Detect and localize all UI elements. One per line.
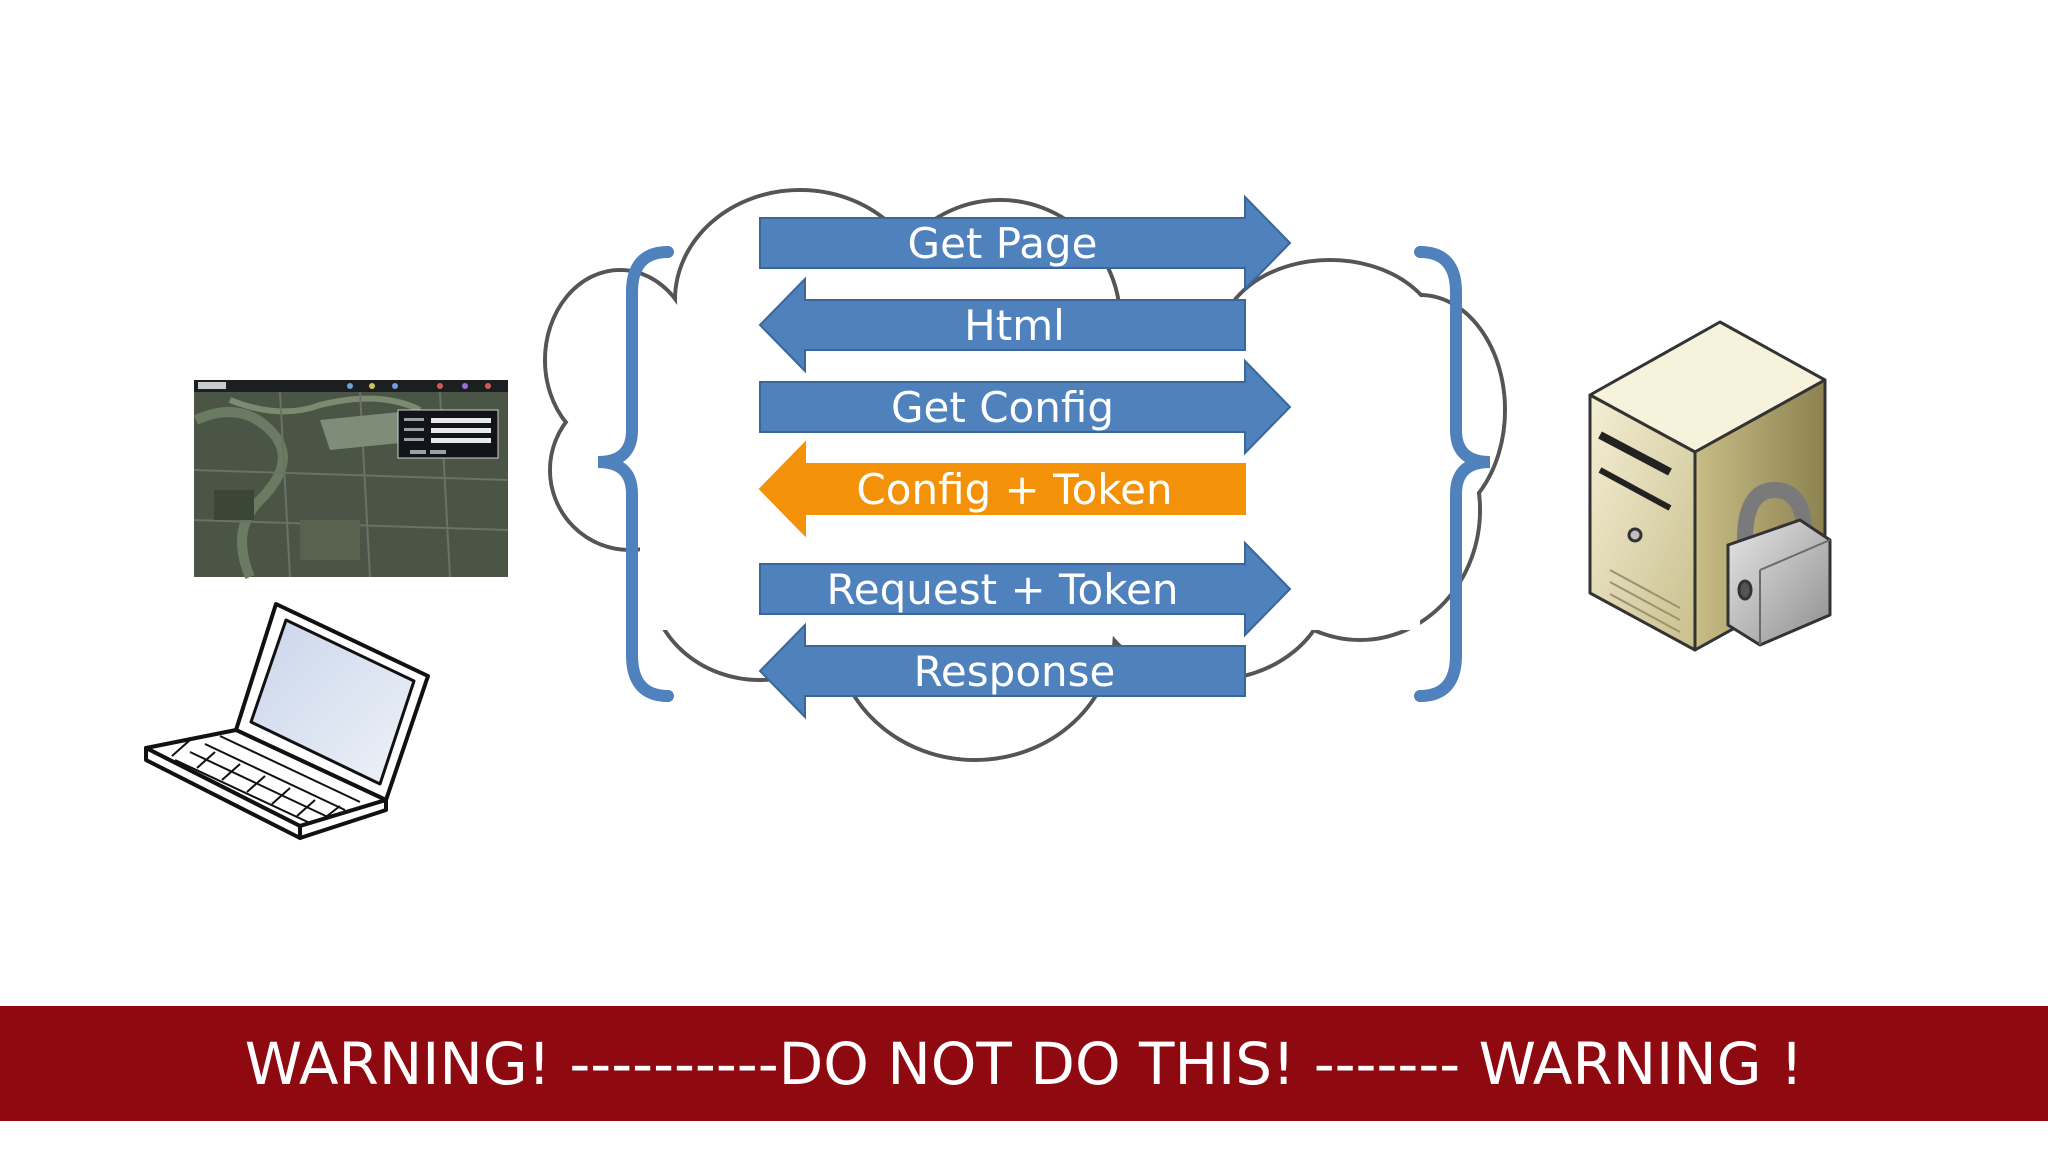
laptop-icon [144,602,430,840]
right-brace [1414,246,1491,702]
warning-text: WARNING! ----------DO NOT DO THIS! -----… [244,1029,1804,1098]
flow-arrow-label: Request + Token [827,565,1179,614]
flow-arrow-shape [759,194,1292,292]
flow-arrow-shape [758,440,1246,538]
flow-arrow-shape [759,358,1292,456]
flow-arrow-label: Config + Token [856,465,1172,514]
flow-arrow-4: Request + Token [759,540,1292,638]
warning-banner: WARNING! ----------DO NOT DO THIS! -----… [0,1006,2048,1121]
flow-arrow-label: Response [914,647,1116,696]
flow-arrow-label: Html [964,301,1065,350]
flow-arrow-shape [758,622,1246,720]
flow-arrow-5: Response [758,622,1246,720]
map-application-screenshot-icon [193,380,509,579]
locked-server-icon [1588,320,1832,652]
flow-arrow-label: Get Page [908,219,1098,268]
flow-arrow-shape [759,540,1292,638]
flow-arrow-0: Get Page [759,194,1292,292]
left-brace [597,246,674,702]
flow-arrow-label: Get Config [891,383,1114,432]
flow-arrow-3: Config + Token [758,440,1246,538]
flow-arrow-2: Get Config [759,358,1292,456]
flow-arrow-1: Html [758,276,1246,374]
flow-arrow-shape [758,276,1246,374]
